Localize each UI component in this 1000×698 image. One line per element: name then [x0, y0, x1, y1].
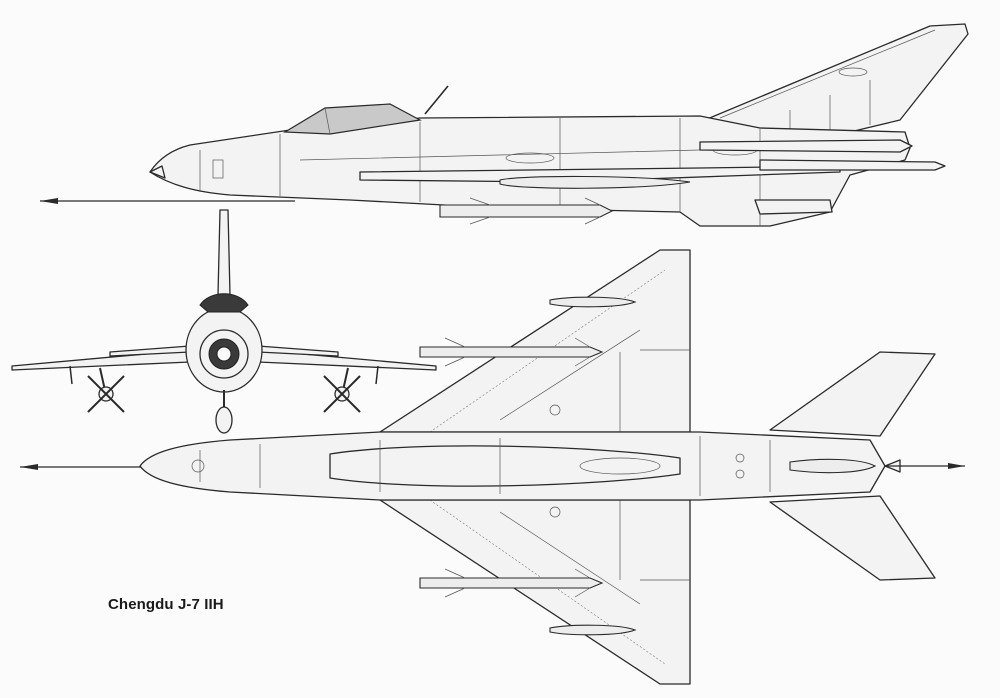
- plan-lower-wing: [379, 499, 691, 685]
- side-ventral-fin: [754, 199, 833, 215]
- side-canopy: [282, 103, 422, 135]
- drawing-caption: Chengdu J-7 IIH: [108, 596, 224, 613]
- side-antenna: [424, 85, 449, 115]
- side-vertical-fin: [699, 23, 969, 133]
- plan-centre-tank: [789, 458, 877, 474]
- front-nose-wheel: [215, 406, 233, 434]
- side-view: [40, 23, 969, 227]
- side-fuel-tank: [759, 159, 946, 171]
- side-tailplane: [699, 139, 913, 153]
- front-view: [11, 209, 437, 434]
- plan-lower-tailplane: [769, 495, 936, 581]
- plan-lower-missile: [419, 568, 604, 598]
- side-drop-tank: [499, 175, 691, 189]
- plan-upper-wing: [379, 249, 691, 433]
- front-canopy: [199, 293, 249, 313]
- side-pitot-tip: [40, 198, 58, 204]
- plan-upper-missile: [419, 337, 604, 367]
- front-right-missile: [323, 375, 361, 413]
- front-left-missile: [87, 375, 125, 413]
- plan-dorsal-spine: [329, 445, 681, 487]
- side-wing: [359, 165, 841, 183]
- front-intake-cone: [216, 346, 232, 362]
- plan-upper-tailplane: [769, 351, 936, 437]
- side-missile: [439, 204, 614, 218]
- front-fin: [217, 209, 231, 296]
- plan-view: [20, 249, 965, 685]
- side-intake-cone: [149, 165, 166, 179]
